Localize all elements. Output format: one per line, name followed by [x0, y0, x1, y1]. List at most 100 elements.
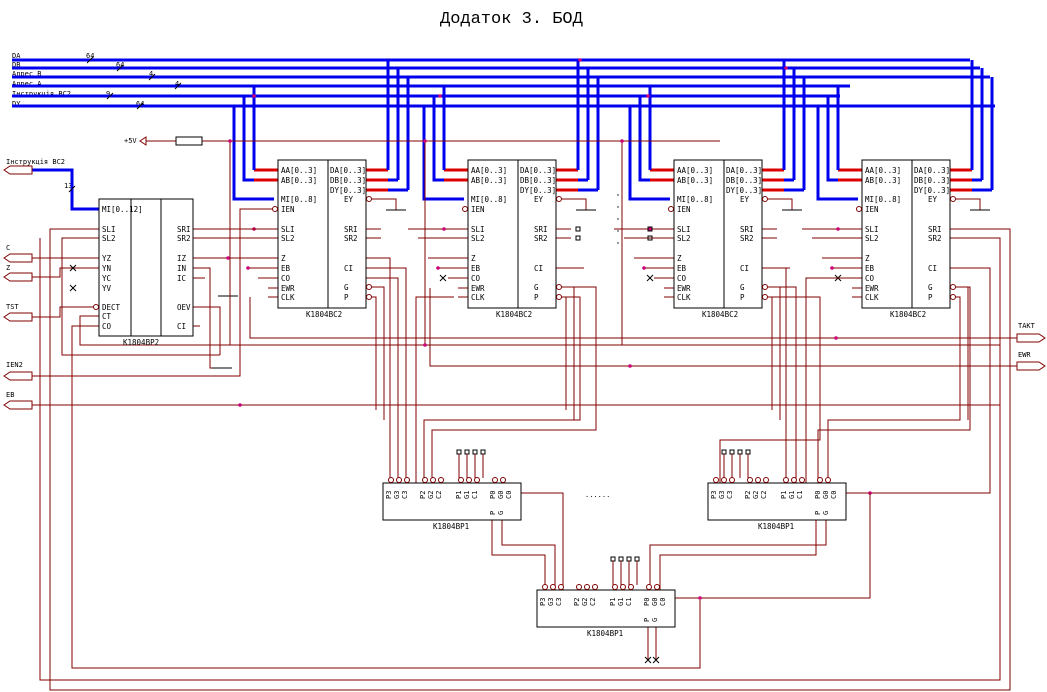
junction-dot [698, 596, 702, 600]
power-arrow [139, 136, 147, 146]
pin-label: SLI [102, 225, 116, 234]
no-connect [69, 284, 77, 292]
bus-slash [86, 56, 94, 64]
wire [372, 286, 385, 420]
no-connect [652, 656, 660, 664]
port-ewr [1016, 361, 1046, 371]
pin-label: DECT [102, 303, 121, 312]
pin-label: EWR [471, 284, 485, 293]
bus-slash [68, 185, 76, 193]
ewr-wire [429, 288, 1017, 367]
inverter-bubble [492, 477, 498, 483]
pin-label: P [643, 618, 651, 622]
wire [521, 492, 564, 590]
no-connect [644, 656, 652, 664]
pin-label: G0 [497, 491, 505, 499]
port-label-ewr: EWR [1018, 351, 1031, 359]
continuation-dot [617, 218, 619, 220]
pin-label: MI[0..12] [102, 205, 143, 214]
inverter-bubble [762, 284, 768, 290]
pin-label: SL2 [102, 234, 116, 243]
bus-slash [136, 102, 144, 110]
junction-dot [646, 94, 650, 98]
pin-label: AA[0..3] [471, 166, 507, 175]
pin-label: SL2 [471, 234, 485, 243]
pin-label: YV [102, 284, 112, 293]
wire [762, 286, 797, 483]
port-label-ien2: IEN2 [6, 361, 23, 369]
pin-label: IN [177, 264, 186, 273]
port-label-c: C [6, 244, 10, 252]
port-label-z: Z [6, 264, 10, 272]
chip-name: K1804ВР2 [123, 338, 159, 347]
pin-label: IEN [471, 205, 485, 214]
inverter-bubble [556, 284, 562, 290]
pin-label: SRI [344, 225, 358, 234]
port-label-tst: TST [6, 303, 19, 311]
nc-pin [480, 449, 486, 455]
chip-body [861, 159, 951, 309]
junction-dot [246, 266, 250, 270]
pin-label: EB [865, 264, 875, 273]
nc-pin [745, 449, 751, 455]
inverter-bubble [762, 196, 768, 202]
chip-body [673, 159, 763, 309]
pin-label: SR2 [534, 234, 548, 243]
port-label-eb: EB [6, 391, 14, 399]
inverter-bubble [612, 584, 618, 590]
chip-k1804vs2: AA[0..3]AB[0..3]MI[0..8]IENSLISL2ZEBCOEW… [272, 159, 372, 319]
ey-wire [562, 198, 587, 210]
bus-drop [232, 106, 274, 201]
pin-label: P2 [419, 491, 427, 499]
pin-label: C0 [659, 598, 667, 606]
inverter-bubble [856, 206, 862, 212]
junction-dot [830, 266, 834, 270]
bus-drop [628, 106, 670, 201]
pin-label: G0 [651, 598, 659, 606]
wire [415, 296, 454, 483]
pin-label: CT [102, 312, 112, 321]
pin-label: EB [677, 264, 687, 273]
pin-label: SLI [677, 225, 691, 234]
inverter-bubble [791, 477, 797, 483]
pin-label: CLK [677, 293, 691, 302]
pin-label: SL2 [677, 234, 691, 243]
pin-label: G1 [463, 491, 471, 499]
pin-label: SLI [281, 225, 295, 234]
pin-label: CLK [281, 293, 295, 302]
pin-label: G [344, 283, 349, 292]
pin-label: DY[0..3] [330, 186, 366, 195]
inverter-bubble [558, 584, 564, 590]
junction-dot [438, 94, 442, 98]
pin-label: SRI [740, 225, 754, 234]
inverter-bubble [817, 477, 823, 483]
pin-label: C3 [401, 491, 409, 499]
resistor [175, 136, 203, 146]
pin-label: CO [102, 322, 112, 331]
bus-slash [148, 73, 156, 81]
pin-label: MI[0..8] [471, 195, 507, 204]
pin-label: P3 [539, 598, 547, 606]
pin-label: DA[0..3] [330, 166, 366, 175]
continuation-dot [617, 194, 619, 196]
pin-label: EB [471, 264, 481, 273]
pin-label: SLI [865, 225, 879, 234]
pin-label: P [344, 293, 349, 302]
nc-pin [626, 556, 632, 562]
pin-label: P2 [744, 491, 752, 499]
inverter-bubble [458, 477, 464, 483]
pin-label: CI [534, 264, 543, 273]
junction-dot [442, 227, 446, 231]
chip-name: K1804ВР1 [758, 522, 794, 531]
junction-dot [628, 364, 632, 368]
pin-label: P3 [710, 491, 718, 499]
junction-dot [642, 266, 646, 270]
pin-label: DA[0..3] [520, 166, 556, 175]
pin-label: CI [740, 264, 749, 273]
wire [846, 267, 991, 494]
pin-label: G0 [822, 491, 830, 499]
pin-label: IZ [177, 254, 187, 263]
pin-label: EWR [281, 284, 295, 293]
wire [193, 306, 221, 355]
junction-dot [648, 227, 652, 231]
